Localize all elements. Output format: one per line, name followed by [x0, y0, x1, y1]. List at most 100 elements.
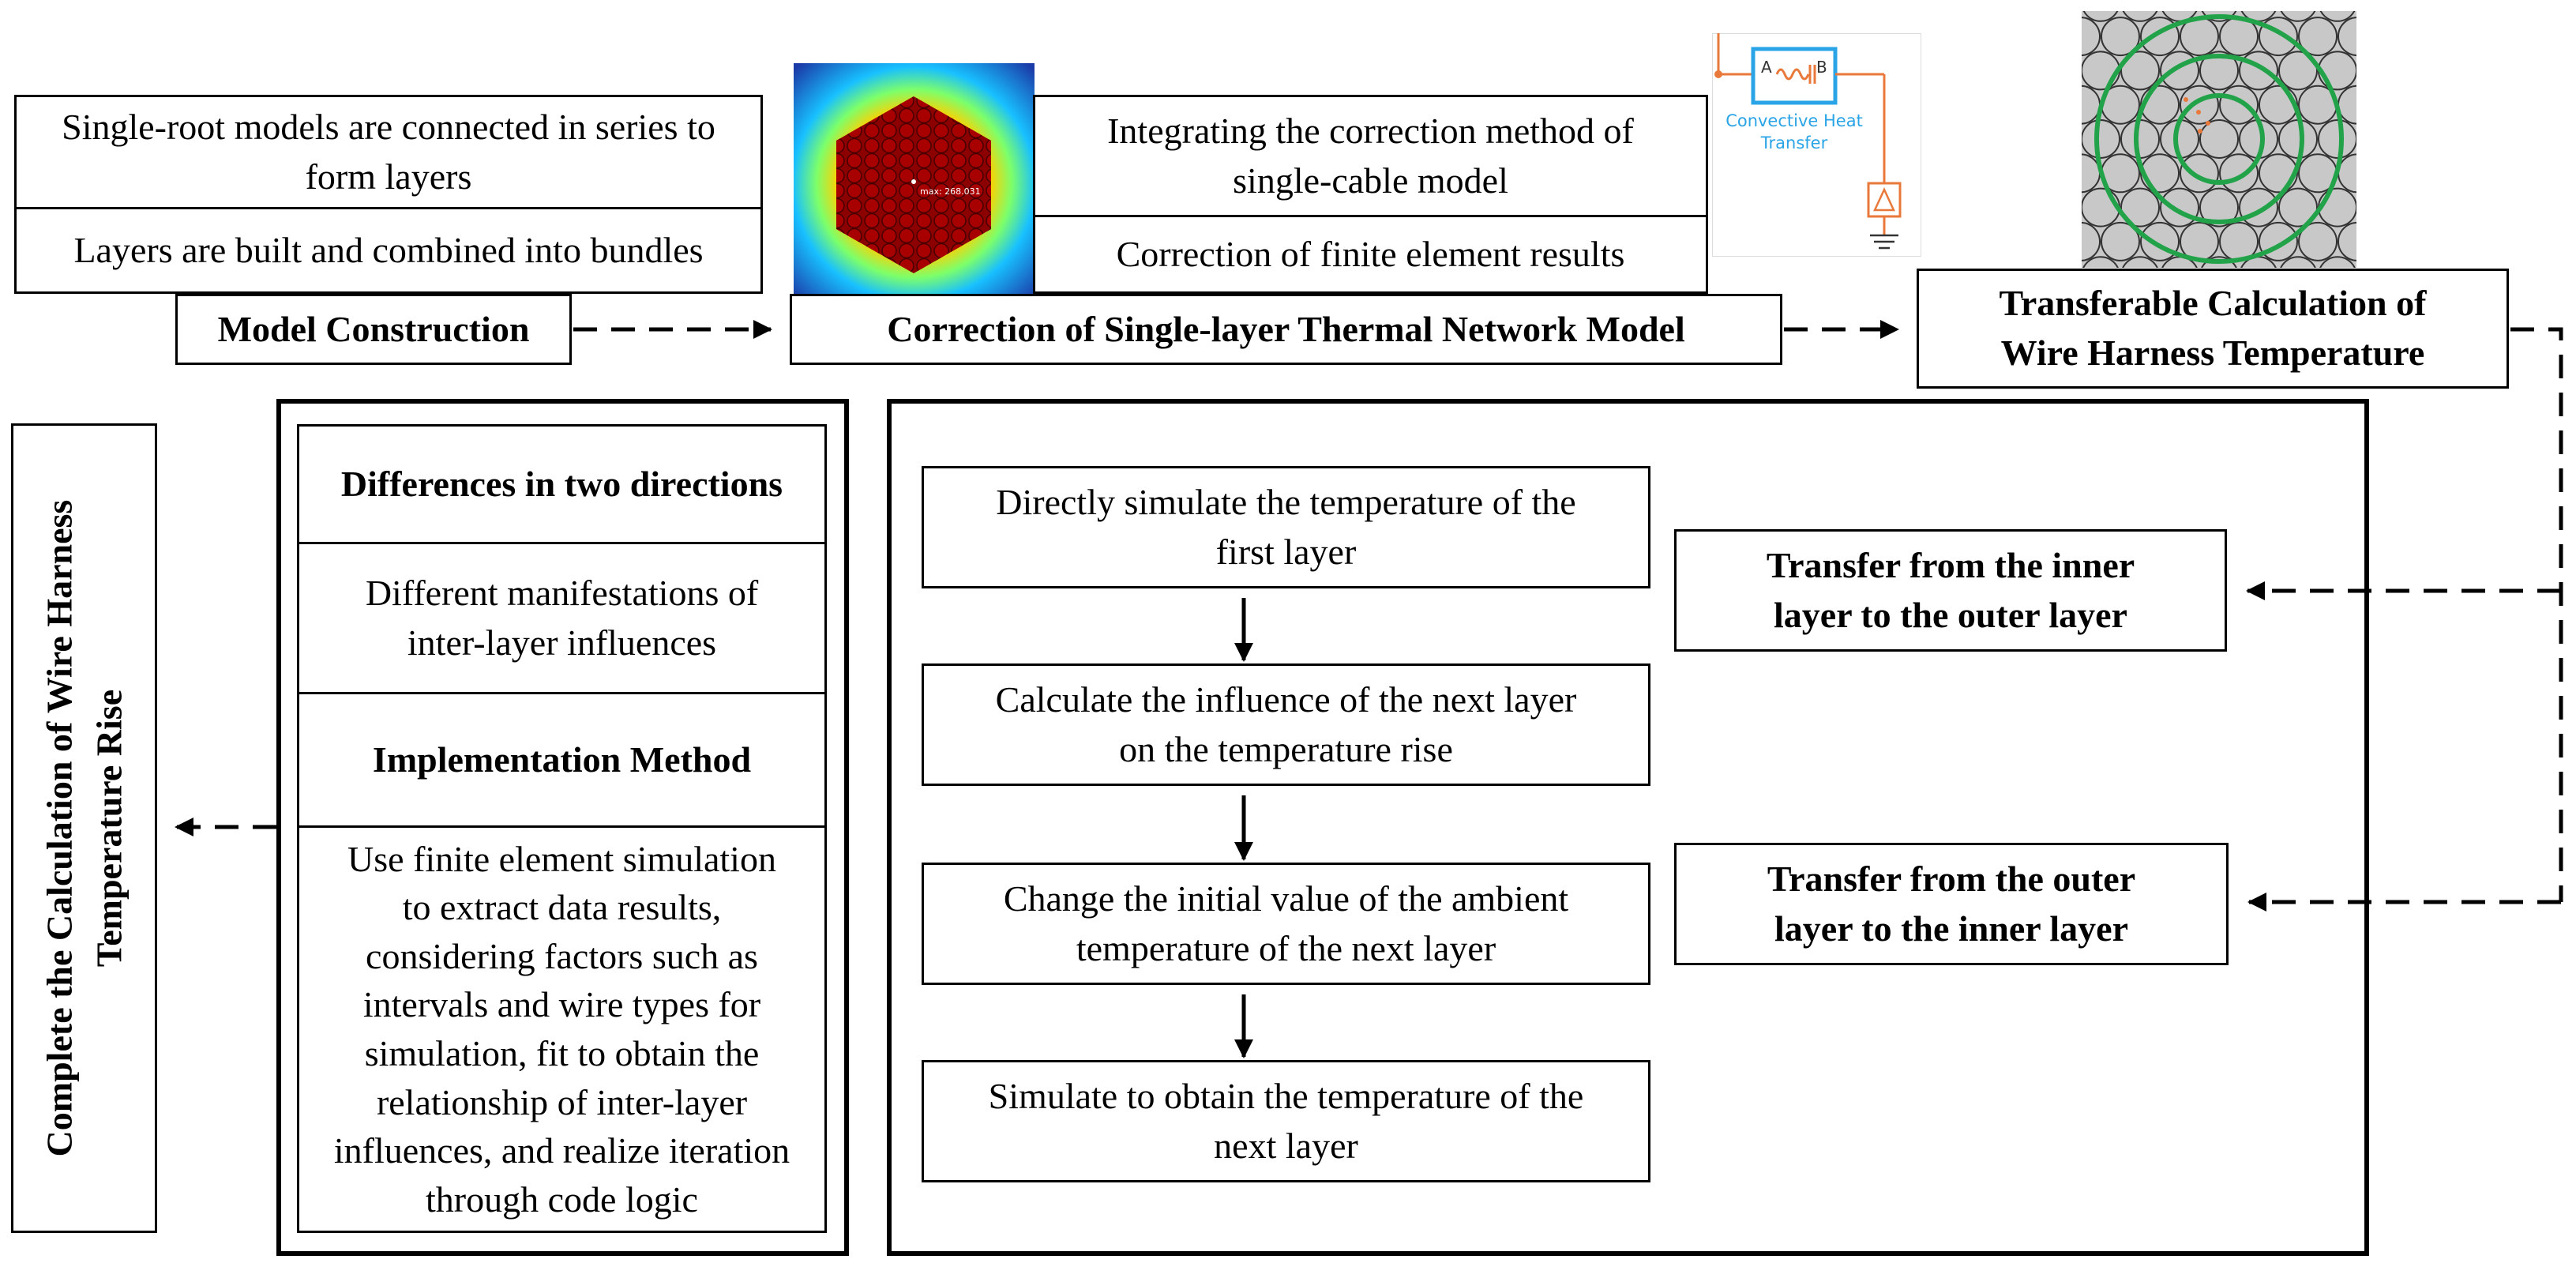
dashed-right-bus	[2510, 327, 2563, 902]
series-text-2: form layers	[305, 156, 472, 197]
marker-dot	[2206, 121, 2210, 126]
wire-circle	[2239, 187, 2278, 227]
wire-circle	[2259, 153, 2298, 194]
use-fe-cell: Use finite element simulation to extract…	[297, 825, 827, 1233]
flow-step-1: Directly simulate the temperature of the…	[922, 466, 1650, 588]
layer-ring	[2173, 93, 2265, 185]
step4-text-2: next layer	[1214, 1125, 1358, 1166]
wire-circle	[2120, 51, 2160, 91]
wire-circle	[2278, 187, 2318, 227]
model-construction-box: Model Construction	[175, 294, 572, 365]
inner-outer-text-1: Transfer from the inner	[1766, 544, 2135, 585]
wire-circle	[2160, 187, 2199, 227]
differences-cell: Differences in two directions	[297, 424, 827, 544]
integrating-text-2: single-cable model	[1233, 160, 1508, 201]
bundles-text: Layers are built and combined into bundl…	[73, 229, 704, 270]
integrating-text-1: Integrating the correction method of	[1107, 110, 1634, 151]
wire-circle	[2278, 51, 2318, 91]
use-fe-text-6: relationship of inter-layer	[376, 1081, 748, 1122]
inner-outer-text-2: layer to the outer layer	[1774, 594, 2127, 635]
wire-circle	[2280, 11, 2316, 22]
wire-circle	[2199, 51, 2239, 91]
wire-circle	[2140, 221, 2180, 261]
manifestations-cell: Different manifestations of inter-layer …	[297, 542, 827, 694]
model-construction-label: Model Construction	[217, 308, 530, 349]
wire-circle	[2101, 17, 2140, 57]
wire-circle	[2140, 17, 2180, 57]
wire-circle	[2199, 119, 2239, 159]
outer-to-inner-box: Transfer from the outer layer to the inn…	[1674, 843, 2229, 965]
wire-circle	[2259, 221, 2298, 261]
manifest-text-1: Different manifestations of	[365, 572, 759, 613]
transferable-text-2: Wire Harness Temperature	[2000, 333, 2425, 373]
wire-circle	[2319, 256, 2356, 268]
heatmap-image: max: 268.031	[794, 63, 1035, 295]
wire-circle	[2180, 153, 2219, 194]
series-box: Single-root models are connected in seri…	[14, 95, 763, 209]
complete-calculation-box: Complete the Calculation of Wire Harness…	[11, 423, 157, 1233]
inner-to-outer-box: Transfer from the inner layer to the out…	[1674, 529, 2227, 652]
wire-circle	[2082, 119, 2120, 159]
wire-circle	[2259, 17, 2298, 57]
wire-circle	[2082, 256, 2119, 268]
step1-text-2: first layer	[1215, 531, 1357, 572]
layer-ring	[2094, 14, 2344, 264]
use-fe-text-1: Use finite element simulation	[347, 838, 776, 879]
flow-step-3: Change the initial value of the ambient …	[922, 863, 1650, 985]
convective-label-2: Transfer	[1760, 133, 1828, 152]
implementation-label: Implementation Method	[372, 739, 752, 780]
implementation-cell: Implementation Method	[297, 692, 827, 828]
heatmap-svg: max: 268.031	[794, 63, 1035, 295]
cable-svg	[2082, 11, 2356, 268]
correction-fe-text: Correction of finite element results	[1116, 233, 1625, 274]
flow-step-4: Simulate to obtain the temperature of th…	[922, 1060, 1650, 1182]
step4-text-1: Simulate to obtain the temperature of th…	[988, 1075, 1584, 1116]
wire-circle	[2239, 51, 2278, 91]
marker-dot	[2184, 97, 2188, 102]
use-fe-text-3: considering factors such as	[366, 935, 758, 976]
series-text-1: Single-root models are connected in seri…	[62, 106, 715, 147]
port-a-label: A	[1761, 58, 1772, 77]
wire-circle	[2298, 17, 2338, 57]
wire-circle	[2082, 11, 2119, 22]
transferable-text-1: Transferable Calculation of	[1999, 283, 2427, 324]
wire-circle	[2298, 221, 2338, 261]
bundles-box: Layers are built and combined into bundl…	[14, 207, 763, 294]
heatmap-label: max: 268.031	[920, 186, 981, 197]
differences-label: Differences in two directions	[340, 463, 783, 504]
wire-circle	[2319, 11, 2356, 22]
wire-circle	[2338, 17, 2356, 57]
manifest-text-2: inter-layer influences	[407, 622, 717, 663]
flow-frame	[887, 399, 2369, 1256]
wire-circle	[2338, 221, 2356, 261]
wire-circle	[2219, 153, 2259, 194]
step3-text-1: Change the initial value of the ambient	[1003, 878, 1569, 919]
marker-dot	[2198, 129, 2202, 133]
correction-title-box: Correction of Single-layer Thermal Netwo…	[790, 294, 1782, 365]
use-fe-text-2: to extract data results,	[402, 887, 722, 928]
wire-circle	[2201, 256, 2237, 268]
wire-circle	[2180, 85, 2219, 125]
use-fe-text-7: influences, and realize iteration	[333, 1130, 790, 1171]
wire-circle	[2140, 153, 2180, 194]
correction-fe-box: Correction of finite element results	[1033, 215, 1708, 294]
step3-text-2: temperature of the next layer	[1076, 927, 1496, 968]
correction-title-label: Correction of Single-layer Thermal Netwo…	[887, 308, 1685, 349]
wire-circle	[2259, 85, 2298, 125]
convective-image: A B Convective Heat Transfer	[1712, 33, 1921, 257]
marker-dot	[2196, 110, 2201, 115]
integrating-box: Integrating the correction method of sin…	[1033, 95, 1708, 217]
port-b-label: B	[1816, 58, 1827, 77]
wire-circle	[2082, 221, 2101, 261]
wire-circle	[2199, 187, 2239, 227]
outer-inner-text-2: layer to the inner layer	[1774, 908, 2128, 949]
wire-circle	[2122, 11, 2158, 22]
step2-text-1: Calculate the influence of the next laye…	[995, 678, 1577, 720]
use-fe-text-4: intervals and wire types for	[362, 984, 761, 1025]
layer-ring	[2134, 54, 2304, 224]
wire-circle	[2219, 85, 2259, 125]
cable-cross-section-image	[2082, 11, 2356, 268]
wire-circle	[2318, 119, 2356, 159]
wire-circle	[2101, 221, 2140, 261]
convective-label-1: Convective Heat	[1725, 111, 1863, 130]
